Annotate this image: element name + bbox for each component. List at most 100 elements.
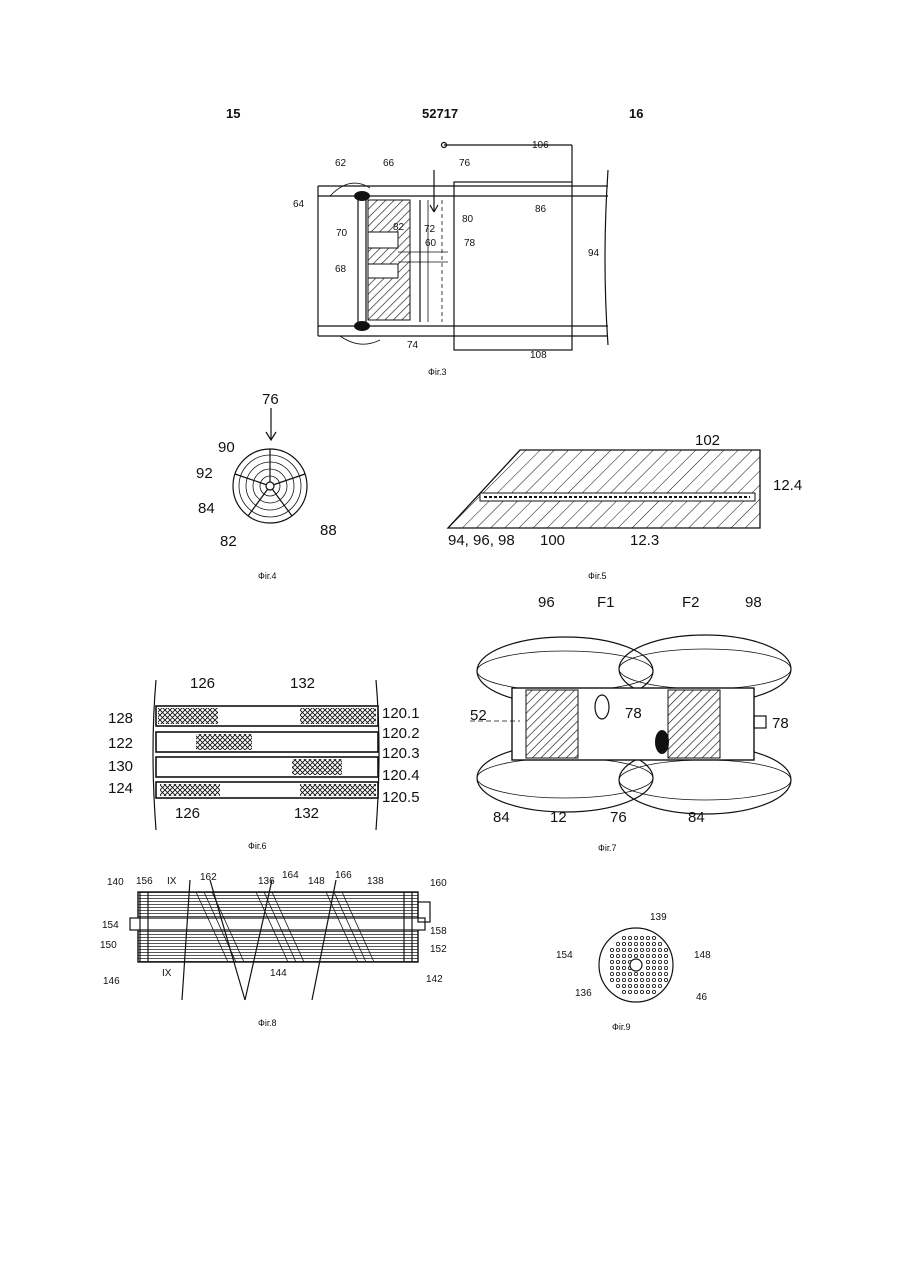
fig9-perforation [652, 936, 655, 939]
fig7-label-F2: F2 [682, 594, 700, 611]
fig9-perforation [610, 966, 613, 969]
fig9-label-136: 136 [575, 988, 592, 999]
fig7-label-96: 96 [538, 594, 555, 611]
fig9-perforation [646, 978, 649, 981]
fig4-label-88: 88 [320, 522, 337, 539]
figure-6: 126 132 128 120.1 120.2 122 120.3 130 12… [108, 675, 420, 851]
fig9-perforation [664, 960, 667, 963]
fig7-caption: Фіг.7 [598, 843, 617, 853]
fig9-perforation [652, 960, 655, 963]
fig8-label-150: 150 [100, 940, 117, 951]
figure-9: 139 154 148 136 46 Фіг.9 [556, 912, 711, 1032]
fig6-label-128: 128 [108, 710, 133, 727]
fig9-perforation [628, 984, 631, 987]
fig9-perforation [616, 972, 619, 975]
fig9-perforation [640, 948, 643, 951]
fig4-caption: Фіг.4 [258, 571, 277, 581]
fig9-perforation [646, 948, 649, 951]
fig9-perforation [646, 960, 649, 963]
fig9-perforation [640, 972, 643, 975]
fig9-perforation [658, 984, 661, 987]
fig8-label-138: 138 [367, 876, 384, 887]
fig9-perforation [652, 972, 655, 975]
fig9-perforation [664, 954, 667, 957]
figure-3: 62 66 76 106 64 80 86 70 82 72 60 78 68 … [293, 140, 608, 377]
fig9-perforation [634, 942, 637, 945]
fig4-label-84: 84 [198, 500, 215, 517]
fig9-perforation [628, 978, 631, 981]
fig8-label-160: 160 [430, 878, 447, 889]
fig3-label-82: 82 [393, 222, 405, 233]
fig8-label-164: 164 [282, 870, 299, 881]
fig6-label-120-5: 120.5 [382, 789, 420, 806]
fig9-perforation [664, 978, 667, 981]
fig4-label-90: 90 [218, 439, 235, 456]
fig9-perforation [622, 972, 625, 975]
fig9-perforation [634, 948, 637, 951]
fig9-perforation [658, 960, 661, 963]
fig3-label-72: 72 [424, 224, 436, 235]
fig3-label-80: 80 [462, 214, 474, 225]
fig9-perforation [616, 966, 619, 969]
fig9-perforation [622, 954, 625, 957]
fig8-label-IX-top: IX [167, 876, 177, 887]
fig3-label-106: 106 [532, 140, 549, 151]
fig9-perforation [640, 942, 643, 945]
fig7-label-76: 76 [610, 809, 627, 826]
fig4-label-92: 92 [196, 465, 213, 482]
fig9-perforation [610, 978, 613, 981]
fig6-label-120-4: 120.4 [382, 767, 420, 784]
fig9-perforation [640, 990, 643, 993]
fig9-perforation [652, 954, 655, 957]
fig9-perforation [634, 936, 637, 939]
fig9-label-154: 154 [556, 950, 573, 961]
fig5-label-100: 100 [540, 532, 565, 549]
fig9-perforation [640, 936, 643, 939]
fig9-perforation [640, 978, 643, 981]
fig9-perforation [616, 948, 619, 951]
fig7-label-52: 52 [470, 707, 487, 724]
fig9-perforation [628, 972, 631, 975]
figure-8: 140 156 IX 162 136 164 148 166 138 160 1… [100, 870, 447, 1028]
fig5-label-12-3: 12.3 [630, 532, 659, 549]
fig9-perforation [652, 984, 655, 987]
fig9-perforation [652, 942, 655, 945]
fig5-label-12-4: 12.4 [773, 477, 802, 494]
fig3-label-64: 64 [293, 199, 305, 210]
fig3-label-86: 86 [535, 204, 547, 215]
fig3-label-60: 60 [425, 238, 437, 249]
fig9-caption: Фіг.9 [612, 1022, 631, 1032]
fig9-perforation [622, 936, 625, 939]
fig8-label-166: 166 [335, 870, 352, 881]
fig9-perforation [646, 984, 649, 987]
fig6-label-130: 130 [108, 758, 133, 775]
fig8-caption: Фіг.8 [258, 1018, 277, 1028]
fig7-label-98: 98 [745, 594, 762, 611]
fig6-label-126-bottom: 126 [175, 805, 200, 822]
fig7-label-84-left: 84 [493, 809, 510, 826]
fig9-perforation [628, 942, 631, 945]
fig3-label-70: 70 [336, 228, 348, 239]
fig9-perforation [616, 954, 619, 957]
fig9-perforation [634, 978, 637, 981]
fig6-caption: Фіг.6 [248, 841, 267, 851]
fig6-label-120-3: 120.3 [382, 745, 420, 762]
fig9-perforation [646, 966, 649, 969]
fig8-label-142: 142 [426, 974, 443, 985]
fig9-perforation [610, 954, 613, 957]
fig9-perforation [634, 990, 637, 993]
fig9-perforation [646, 972, 649, 975]
fig9-perforation [622, 960, 625, 963]
fig9-perforation [616, 942, 619, 945]
fig9-perforation [616, 960, 619, 963]
fig9-perforation [628, 936, 631, 939]
fig9-perforation [610, 960, 613, 963]
fig9-perforation [610, 972, 613, 975]
fig6-label-124: 124 [108, 780, 133, 797]
fig3-label-76: 76 [459, 158, 471, 169]
fig9-perforation [658, 948, 661, 951]
fig9-perforation [634, 972, 637, 975]
fig9-perforation [646, 942, 649, 945]
fig9-perforation [658, 954, 661, 957]
fig9-perforation [658, 966, 661, 969]
